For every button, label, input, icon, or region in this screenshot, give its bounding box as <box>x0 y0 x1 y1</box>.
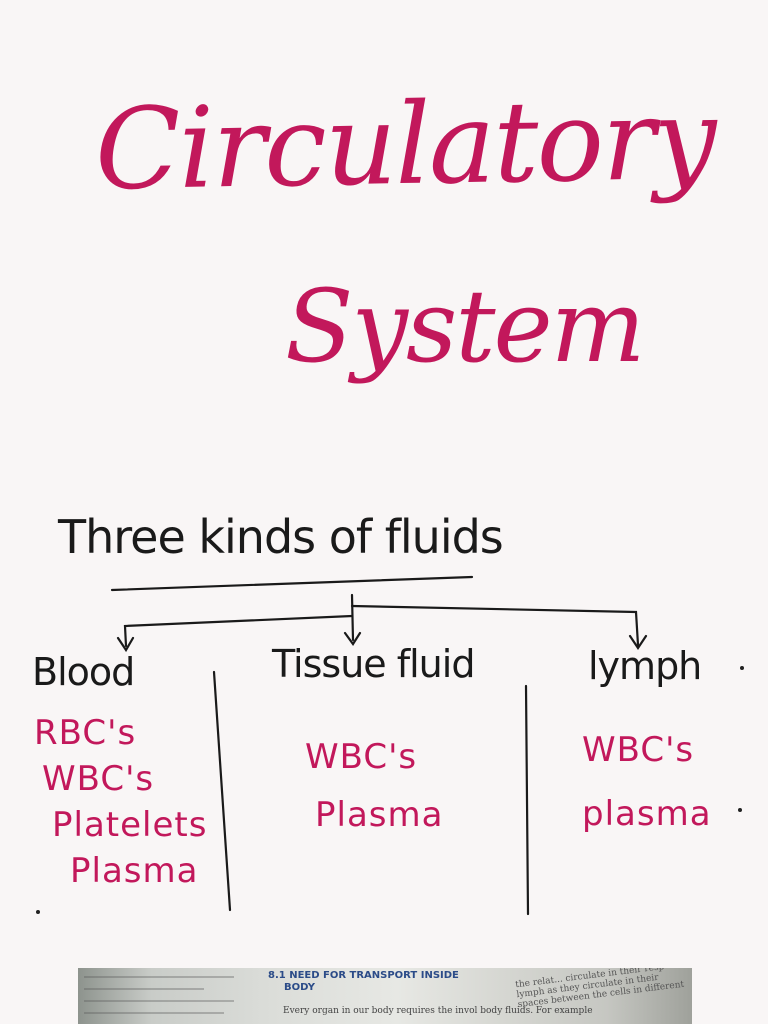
blood-components-list: RBC's WBC's Platelets Plasma <box>34 710 207 894</box>
branch-left <box>123 614 354 648</box>
lymph-components-list: WBC's plasma <box>582 718 712 846</box>
list-item: Plasma <box>70 851 199 891</box>
textbook-side-text: the relat... circulate in their resp lym… <box>514 968 685 1011</box>
textbook-body-text: Every organ in our body requires the inv… <box>283 1006 593 1016</box>
textbook-photo: 8.1 NEED FOR TRANSPORT INSIDE BODY Every… <box>78 968 692 1024</box>
ink-dot <box>36 910 40 914</box>
list-item: RBC's <box>34 713 137 753</box>
list-item: WBC's <box>582 730 695 770</box>
list-item: WBC's <box>42 759 155 799</box>
textbook-section-heading: 8.1 NEED FOR TRANSPORT INSIDE BODY <box>268 970 459 993</box>
arrow-middle-icon <box>343 631 362 646</box>
list-item: WBC's <box>305 737 418 777</box>
arrow-left-icon <box>116 636 135 653</box>
divider-left <box>212 670 232 912</box>
branch-right <box>350 604 640 647</box>
list-item: plasma <box>582 794 712 834</box>
arrow-right-icon <box>628 634 648 650</box>
list-item: Plasma <box>315 795 444 835</box>
tree-stem <box>350 593 355 642</box>
title-line-2: System <box>285 268 646 385</box>
list-item: Platelets <box>52 805 208 845</box>
column-heading-blood: Blood <box>32 650 135 694</box>
section-heading: Three kinds of fluids <box>58 510 504 564</box>
column-heading-tissue-fluid: Tissue fluid <box>272 642 475 686</box>
column-heading-lymph: lymph <box>588 644 702 688</box>
tissue-fluid-components-list: WBC's Plasma <box>305 728 443 844</box>
divider-right <box>524 684 530 916</box>
ink-dot <box>738 808 742 812</box>
ink-dot <box>740 666 744 670</box>
heading-underline <box>110 575 474 592</box>
